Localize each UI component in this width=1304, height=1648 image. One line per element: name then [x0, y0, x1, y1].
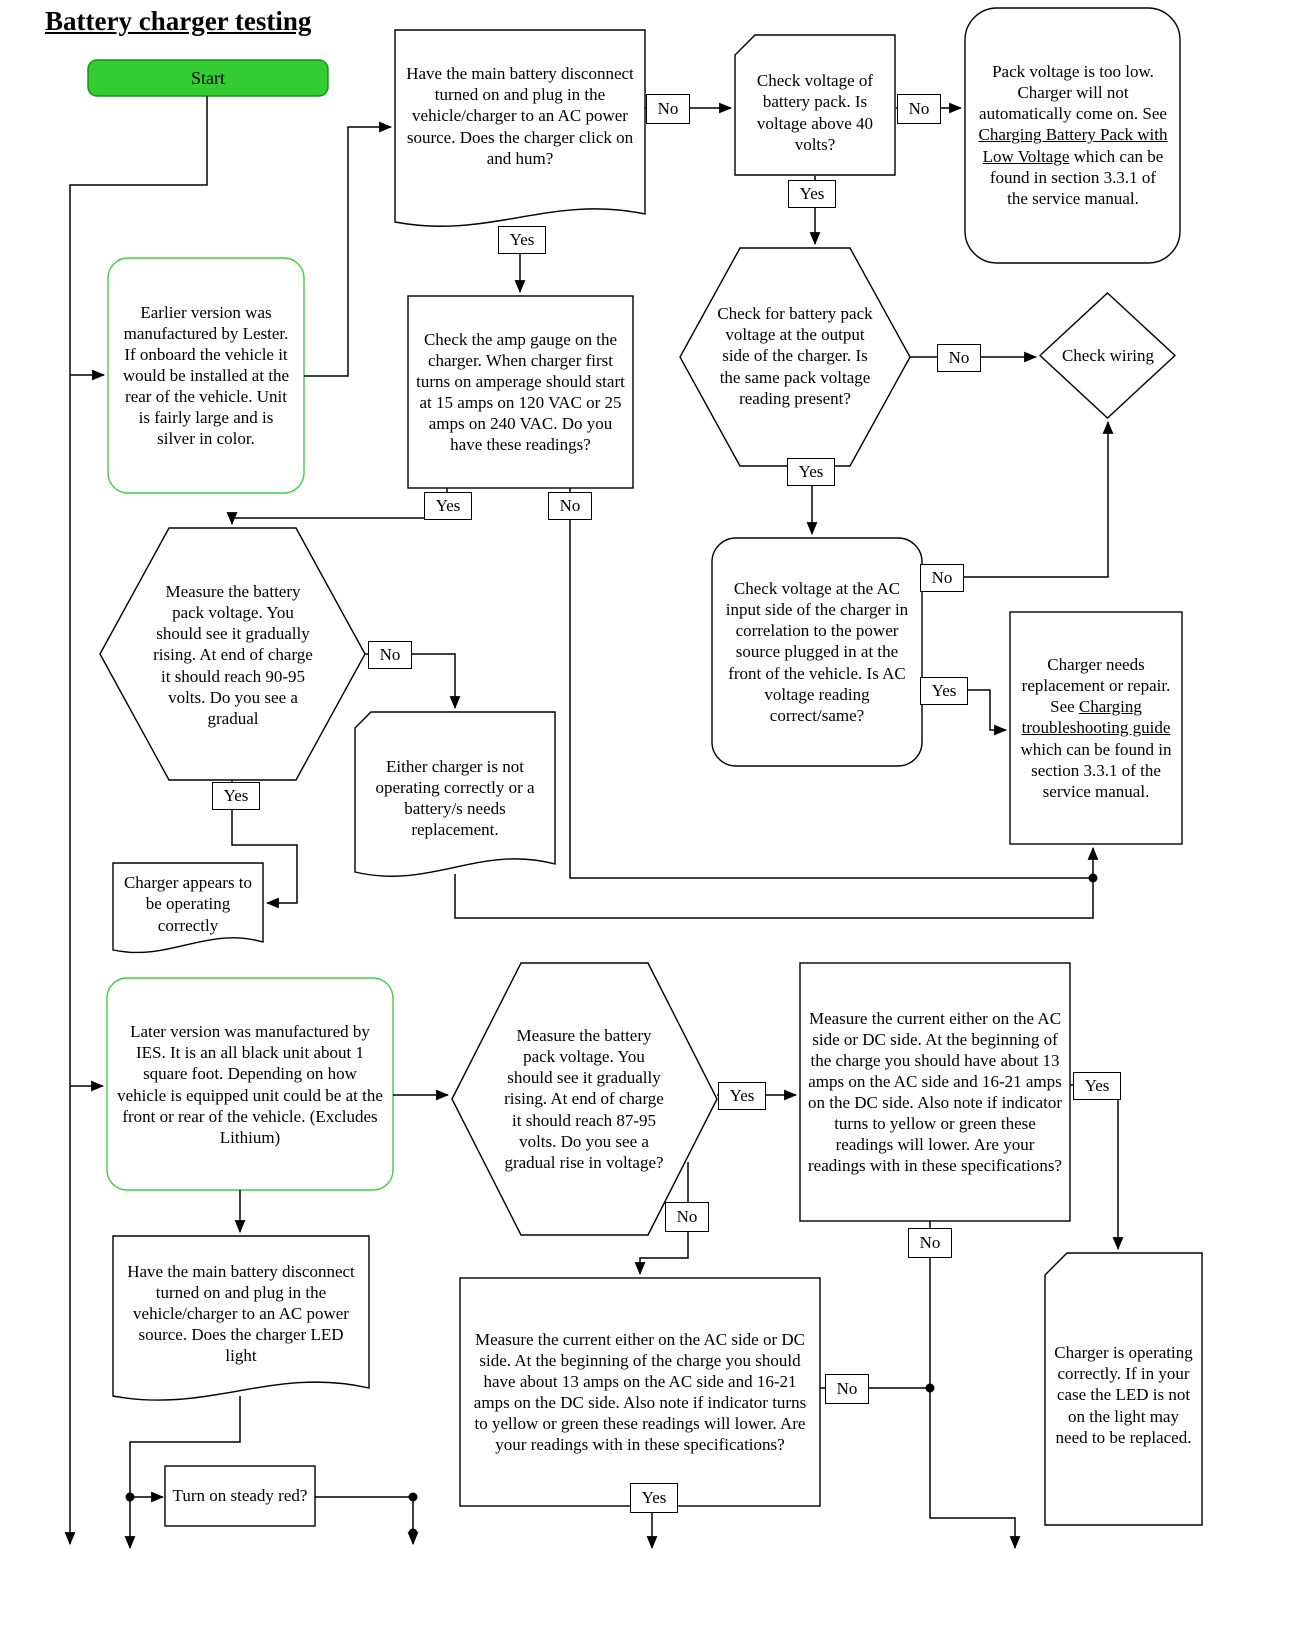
shape-check40	[734, 34, 896, 176]
junction-dot	[408, 1528, 418, 1538]
node-pack-output: Check for battery pack voltage at the ou…	[717, 304, 873, 408]
edge-start-rail	[64, 96, 208, 1546]
node-either: Either charger is not operating correctl…	[375, 756, 535, 840]
edge-measure90-yes-appears	[231, 780, 298, 909]
node-pack-low: Pack voltage is too low. Charger will no…	[978, 20, 1168, 250]
node-led-light: Have the main battery disconnect turned …	[127, 1261, 355, 1366]
edge-label-no: No	[548, 492, 592, 520]
edge-label-yes: Yes	[787, 458, 835, 486]
repair-pre: Charger needs replacement or repair. See	[1021, 655, 1171, 717]
edge-label-no: No	[920, 564, 964, 592]
shape-either	[354, 711, 556, 877]
node-current-right: Measure the current either on the AC sid…	[807, 1008, 1063, 1176]
edge-current1-no-down	[929, 1221, 1021, 1550]
shape-led-light	[112, 1235, 370, 1401]
edge-label-no: No	[368, 641, 412, 669]
node-led-ok: Charger is operating correctly. If in yo…	[1054, 1343, 1193, 1447]
pack-low-post: which can be found in section 3.3.1 of t…	[989, 146, 1164, 208]
edge-label-no: No	[908, 1228, 952, 1258]
shape-measure-87	[451, 962, 718, 1236]
edge-ampgauge-no-repair	[569, 488, 1099, 879]
shape-steady-red	[164, 1465, 316, 1527]
junction-dot	[925, 1383, 935, 1393]
repair-post: which can be found in section 3.3.1 of t…	[1020, 739, 1172, 801]
shape-appears-ok	[112, 862, 264, 954]
node-click-hum: Have the main battery disconnect turned …	[406, 64, 634, 168]
shape-check-wiring	[1038, 292, 1177, 419]
edge-label-yes: Yes	[498, 226, 546, 254]
node-measure-90: Measure the battery pack voltage. You sh…	[153, 582, 313, 728]
pack-low-link: Charging Battery Pack with Low Voltage	[978, 125, 1168, 166]
shape-later	[106, 977, 394, 1191]
repair-link: Charging troubleshooting guide	[1021, 697, 1171, 738]
edge-acinput-no-wiring	[922, 420, 1114, 578]
edge-label-yes: Yes	[630, 1483, 678, 1513]
edge-earlier-clickhum	[304, 121, 393, 377]
node-current-bottom: Measure the current either on the AC sid…	[473, 1329, 807, 1455]
edge-label-yes: Yes	[212, 782, 260, 810]
node-amp-gauge: Check the amp gauge on the charger. When…	[416, 329, 625, 455]
edge-label-no: No	[897, 94, 941, 124]
edge-label-yes: Yes	[788, 180, 836, 208]
node-measure-87: Measure the battery pack voltage. You sh…	[504, 1026, 664, 1172]
shape-pack-low	[964, 7, 1181, 264]
node-ac-input: Check voltage at the AC input side of th…	[725, 579, 909, 725]
junction-dot	[1088, 873, 1098, 883]
node-repair: Charger needs replacement or repair. See…	[1016, 620, 1176, 836]
edge-current1-yes-ledok	[1070, 1084, 1124, 1251]
shape-amp-gauge	[407, 295, 634, 489]
edge-label-no: No	[825, 1374, 869, 1404]
edge-label-yes: Yes	[424, 492, 472, 520]
edge-label-no: No	[646, 94, 690, 124]
shape-repair	[1009, 611, 1183, 845]
junction-dot	[125, 1492, 135, 1502]
junction-dot	[408, 1492, 418, 1502]
node-later: Later version was manufactured by IES. I…	[117, 1022, 383, 1147]
edge-label-yes: Yes	[920, 677, 968, 705]
start-node: Start	[191, 67, 225, 88]
shape-start	[87, 59, 329, 97]
edge-label-no: No	[665, 1202, 709, 1232]
node-appears-ok: Charger appears to be operating correctl…	[123, 873, 253, 935]
shape-click-hum	[394, 29, 646, 227]
edge-label-yes: Yes	[1073, 1072, 1121, 1100]
edge-label-yes: Yes	[718, 1082, 766, 1110]
node-check40: Check voltage of battery pack. Is voltag…	[756, 71, 874, 154]
page-title: Battery charger testing	[45, 6, 312, 36]
shape-led-ok	[1044, 1252, 1203, 1526]
node-earlier: Earlier version was manufactured by Lest…	[122, 302, 290, 449]
shape-ac-input	[711, 537, 923, 767]
shape-current-right	[799, 962, 1071, 1222]
node-check-wiring: Check wiring	[1061, 346, 1155, 366]
edge-either-repair	[454, 874, 1094, 919]
edge-label-no: No	[937, 344, 981, 372]
edge-red-down	[315, 1496, 419, 1546]
pack-low-pre: Pack voltage is too low. Charger will no…	[979, 62, 1167, 124]
node-steady-red: Turn on steady red?	[172, 1486, 308, 1506]
shape-current-bottom	[459, 1277, 821, 1507]
